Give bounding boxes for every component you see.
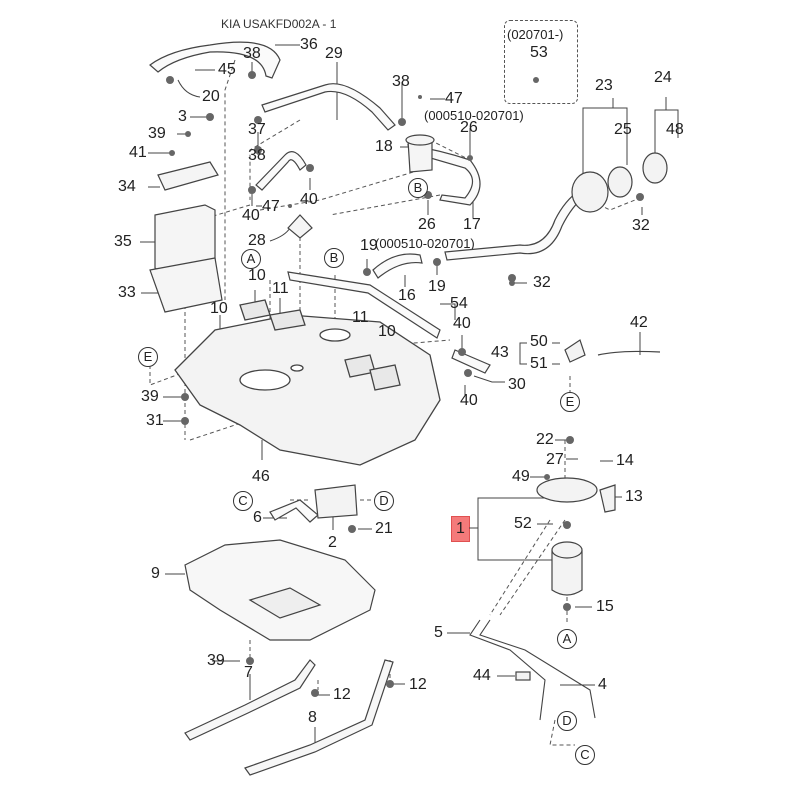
callout-4[interactable]: 4 bbox=[598, 676, 607, 693]
callout-13[interactable]: 13 bbox=[625, 488, 643, 505]
callout-9[interactable]: 9 bbox=[151, 565, 160, 582]
callout-15[interactable]: 15 bbox=[596, 598, 614, 615]
callout-1-highlighted[interactable]: 1 bbox=[451, 516, 470, 542]
revision-note-box bbox=[504, 20, 578, 104]
callout-14[interactable]: 14 bbox=[616, 452, 634, 469]
callout-12[interactable]: 12 bbox=[333, 686, 351, 703]
callout-6[interactable]: 6 bbox=[253, 509, 262, 526]
connector-c[interactable]: C bbox=[575, 745, 595, 765]
callout-26[interactable]: 26 bbox=[460, 119, 478, 136]
callout-43[interactable]: 43 bbox=[491, 344, 509, 361]
connector-e[interactable]: E bbox=[138, 347, 158, 367]
callout-28[interactable]: 28 bbox=[248, 232, 266, 249]
callout-35[interactable]: 35 bbox=[114, 233, 132, 250]
callout-42[interactable]: 42 bbox=[630, 314, 648, 331]
callout-8[interactable]: 8 bbox=[308, 709, 317, 726]
callout-37[interactable]: 37 bbox=[248, 121, 266, 138]
date-range-upper: (000510-020701) bbox=[424, 108, 524, 123]
callout-12[interactable]: 12 bbox=[409, 676, 427, 693]
callout-26[interactable]: 26 bbox=[418, 216, 436, 233]
callout-40[interactable]: 40 bbox=[453, 315, 471, 332]
callout-5[interactable]: 5 bbox=[434, 624, 443, 641]
callout-40[interactable]: 40 bbox=[300, 191, 318, 208]
callout-19[interactable]: 19 bbox=[360, 237, 378, 254]
callout-10[interactable]: 10 bbox=[248, 267, 266, 284]
callout-32[interactable]: 32 bbox=[632, 217, 650, 234]
callout-54[interactable]: 54 bbox=[450, 295, 468, 312]
callout-53[interactable]: 53 bbox=[530, 44, 548, 61]
callout-23[interactable]: 23 bbox=[595, 77, 613, 94]
connector-d[interactable]: D bbox=[557, 711, 577, 731]
callout-29[interactable]: 29 bbox=[325, 45, 343, 62]
callout-39[interactable]: 39 bbox=[207, 652, 225, 669]
callout-38[interactable]: 38 bbox=[243, 45, 261, 62]
callout-50[interactable]: 50 bbox=[530, 333, 548, 350]
callout-52[interactable]: 52 bbox=[514, 515, 532, 532]
callout-49[interactable]: 49 bbox=[512, 468, 530, 485]
callout-39[interactable]: 39 bbox=[141, 388, 159, 405]
date-range-middle: (000510-020701) bbox=[375, 236, 475, 251]
connector-a[interactable]: A bbox=[557, 629, 577, 649]
callout-20[interactable]: 20 bbox=[202, 88, 220, 105]
connector-d[interactable]: D bbox=[374, 491, 394, 511]
callout-17[interactable]: 17 bbox=[463, 216, 481, 233]
callout-33[interactable]: 33 bbox=[118, 284, 136, 301]
callout-46[interactable]: 46 bbox=[252, 468, 270, 485]
callout-44[interactable]: 44 bbox=[473, 667, 491, 684]
callout-40[interactable]: 40 bbox=[242, 207, 260, 224]
callout-38[interactable]: 38 bbox=[248, 147, 266, 164]
callout-10[interactable]: 10 bbox=[378, 323, 396, 340]
callout-40[interactable]: 40 bbox=[460, 392, 478, 409]
callout-19[interactable]: 19 bbox=[428, 278, 446, 295]
callout-2[interactable]: 2 bbox=[328, 534, 337, 551]
callout-41[interactable]: 41 bbox=[129, 144, 147, 161]
callout-51[interactable]: 51 bbox=[530, 355, 548, 372]
connector-c[interactable]: C bbox=[233, 491, 253, 511]
callout-10[interactable]: 10 bbox=[210, 300, 228, 317]
callout-27[interactable]: 27 bbox=[546, 451, 564, 468]
callout-21[interactable]: 21 bbox=[375, 520, 393, 537]
callout-18[interactable]: 18 bbox=[375, 138, 393, 155]
revision-note-label: (020701-) bbox=[507, 27, 564, 42]
callout-38[interactable]: 38 bbox=[392, 73, 410, 90]
callout-3[interactable]: 3 bbox=[178, 108, 187, 125]
callout-45[interactable]: 45 bbox=[218, 61, 236, 78]
connector-a[interactable]: A bbox=[241, 249, 261, 269]
connector-b[interactable]: B bbox=[408, 178, 428, 198]
callout-47[interactable]: 47 bbox=[262, 198, 280, 215]
callout-24[interactable]: 24 bbox=[654, 69, 672, 86]
callout-39[interactable]: 39 bbox=[148, 125, 166, 142]
callout-7[interactable]: 7 bbox=[244, 664, 253, 681]
diagram-title: KIA USAKFD002A - 1 bbox=[221, 17, 337, 31]
callout-25[interactable]: 25 bbox=[614, 121, 632, 138]
callout-31[interactable]: 31 bbox=[146, 412, 164, 429]
callout-48[interactable]: 48 bbox=[666, 121, 684, 138]
callout-47[interactable]: 47 bbox=[445, 90, 463, 107]
callout-30[interactable]: 30 bbox=[508, 376, 526, 393]
connector-e[interactable]: E bbox=[560, 392, 580, 412]
callout-11[interactable]: 11 bbox=[272, 280, 289, 297]
callout-16[interactable]: 16 bbox=[398, 287, 416, 304]
callout-34[interactable]: 34 bbox=[118, 178, 136, 195]
callout-32[interactable]: 32 bbox=[533, 274, 551, 291]
connector-b[interactable]: B bbox=[324, 248, 344, 268]
callout-22[interactable]: 22 bbox=[536, 431, 554, 448]
callout-36[interactable]: 36 bbox=[300, 36, 318, 53]
callout-11[interactable]: 11 bbox=[352, 309, 369, 326]
